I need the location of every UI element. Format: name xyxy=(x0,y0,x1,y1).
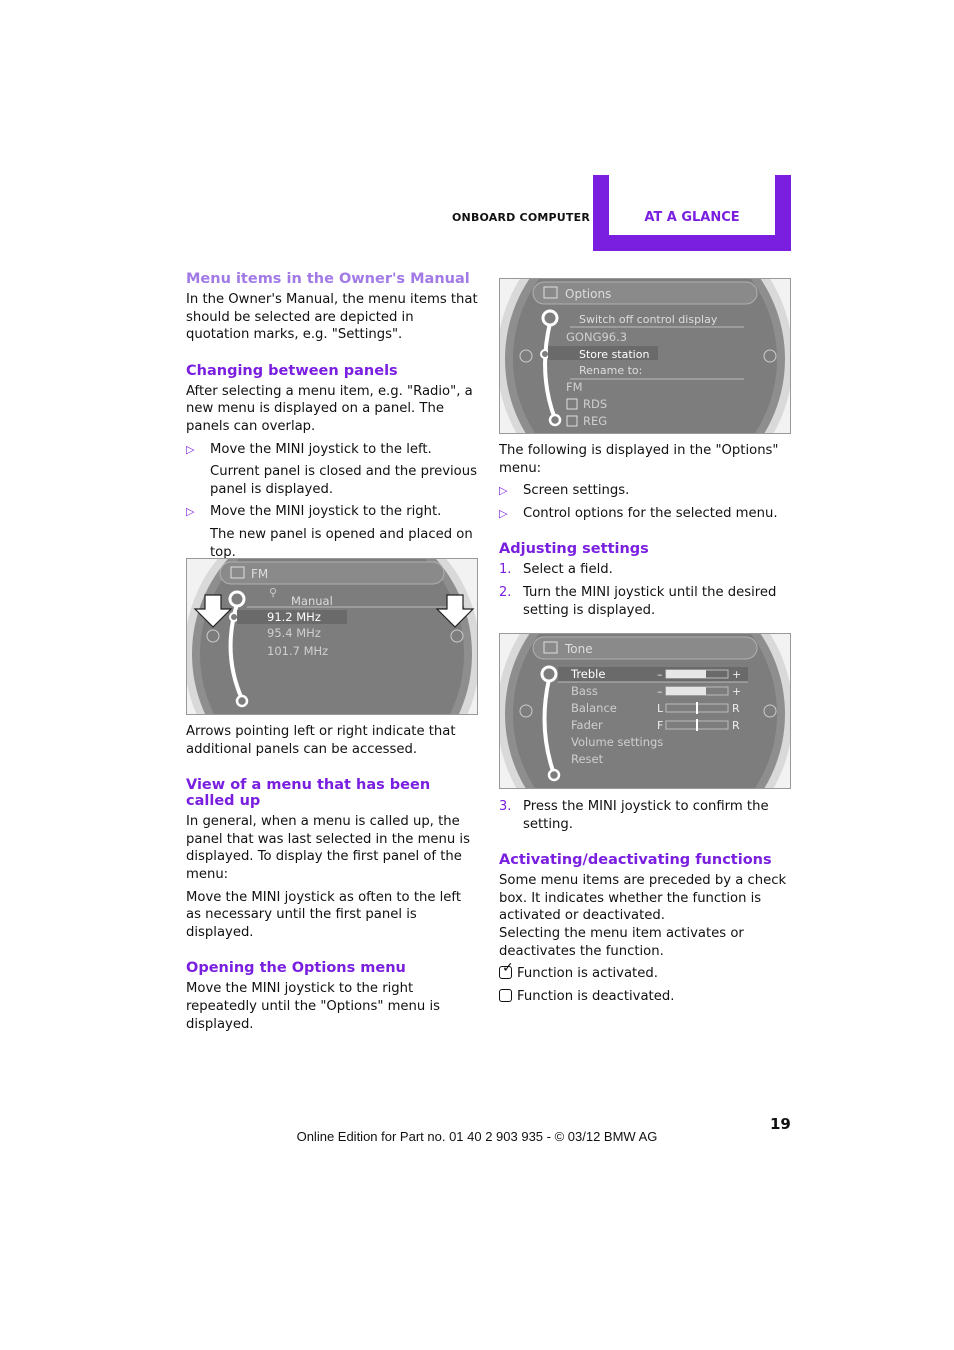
page-number: 19 xyxy=(770,1115,791,1133)
left-column-lower: Arrows pointing left or right indicate t… xyxy=(186,723,480,1033)
tone-max-mark: + xyxy=(732,668,741,681)
step-number: 1. xyxy=(499,562,512,578)
options-item: FM xyxy=(566,380,583,394)
tone-item: Volume settings xyxy=(571,735,663,749)
bullet-text: Move the MINI joystick to the left. xyxy=(210,441,432,457)
paragraph: Move the MINI joystick to the right repe… xyxy=(186,981,440,1032)
search-icon: ⚲ xyxy=(269,586,277,599)
fm-caption: Arrows pointing left or right indicate t… xyxy=(186,724,456,757)
triangle-bullet-icon: ▷ xyxy=(186,505,195,519)
bullet-text: Control options for the selected menu. xyxy=(523,505,778,521)
bullet-item: ▷ Move the MINI joystick to the right. xyxy=(186,503,480,521)
bullet-item: ▷ Screen settings. xyxy=(499,482,793,500)
checkbox-label: Function is deactivated. xyxy=(517,988,675,1004)
checkbox-activated-line: ✓Function is activated. xyxy=(499,960,793,983)
left-column: Menu items in the Owner's Manual In the … xyxy=(186,271,480,561)
chapter-tab-inner xyxy=(609,175,775,235)
chapter-tab-label: AT A GLANCE xyxy=(644,210,740,225)
paragraph: The following is displayed in the "Optio… xyxy=(499,443,779,476)
tone-screen-image: Tone Treble Bass Balance Fader Volume se… xyxy=(499,633,791,789)
bullet-text: Move the MINI joystick to the right. xyxy=(210,504,442,520)
heading-activating-functions: Activating/deactivating functions xyxy=(499,852,772,869)
checkbox-deactivated-line: Function is deactivated. xyxy=(499,988,793,1006)
options-item: RDS xyxy=(583,397,607,411)
bullet-subtext: Current panel is closed and the previous… xyxy=(210,464,477,497)
tone-item: Balance xyxy=(571,701,617,715)
heading-changing-panels: Changing between panels xyxy=(186,362,398,379)
tone-title: Tone xyxy=(564,642,593,656)
numbered-step: 3. Press the MINI joystick to confirm the… xyxy=(499,798,793,833)
bullet-text: Screen settings. xyxy=(523,483,630,499)
tone-item: Treble xyxy=(570,667,605,681)
right-column-lower: 3. Press the MINI joystick to confirm the… xyxy=(499,798,793,1005)
tone-min-mark: F xyxy=(657,719,663,732)
numbered-step: 1. Select a field. xyxy=(499,561,793,579)
step-text: Press the MINI joystick to confirm the s… xyxy=(523,799,769,832)
section-title: ONBOARD COMPUTER xyxy=(452,211,590,224)
paragraph: Selecting the menu item activates or dea… xyxy=(499,925,744,959)
heading-adjusting-settings: Adjusting settings xyxy=(499,541,649,558)
heading-menu-items: Menu items in the Owner's Manual xyxy=(186,271,470,287)
fm-item: Manual xyxy=(291,594,333,608)
triangle-bullet-icon: ▷ xyxy=(186,442,195,456)
tone-max-mark: R xyxy=(732,702,740,715)
paragraph: Move the MINI joystick as often to the l… xyxy=(186,889,462,940)
fm-item: 95.4 MHz xyxy=(267,626,321,640)
triangle-bullet-icon: ▷ xyxy=(499,506,508,520)
step-text: Turn the MINI joystick until the desired… xyxy=(523,584,777,618)
tone-min-mark: – xyxy=(657,685,663,698)
checkbox-label: Function is activated. xyxy=(517,966,658,982)
step-number: 3. xyxy=(499,799,512,814)
options-title: Options xyxy=(565,287,611,301)
checkbox-checked-icon xyxy=(566,415,578,427)
options-item: Store station xyxy=(579,348,649,361)
bullet-item: ▷ Control options for the selected menu. xyxy=(499,505,793,523)
tone-item: Reset xyxy=(571,752,604,766)
tone-item: Bass xyxy=(571,684,598,698)
options-item: REG xyxy=(583,414,607,428)
checkbox-checked-icon: ✓ xyxy=(499,960,514,980)
fm-item: 91.2 MHz xyxy=(267,610,321,624)
fm-item: 101.7 MHz xyxy=(267,644,328,658)
paragraph: In the Owner's Manual, the menu items th… xyxy=(186,292,478,343)
paragraph: After selecting a menu item, e.g. "Radio… xyxy=(186,383,473,434)
options-item: Switch off control display xyxy=(579,313,718,326)
arrow-down-left-icon xyxy=(193,594,233,628)
tone-max-mark: + xyxy=(732,685,741,698)
options-item: GONG96.3 xyxy=(566,330,627,344)
step-text: Select a field. xyxy=(523,562,613,578)
bullet-subtext: The new panel is opened and placed on to… xyxy=(210,526,473,560)
tone-item: Fader xyxy=(571,718,603,732)
triangle-bullet-icon: ▷ xyxy=(499,484,508,498)
paragraph: In general, when a menu is called up, th… xyxy=(186,814,470,882)
options-screen-image: Options Switch off control display GONG9… xyxy=(499,278,791,434)
paragraph: Some menu items are preceded by a check … xyxy=(499,873,787,924)
heading-options-menu: Opening the Options menu xyxy=(186,960,406,977)
arrow-down-right-icon xyxy=(435,594,475,628)
tone-min-mark: – xyxy=(657,668,663,681)
checkbox-checked-icon xyxy=(566,398,578,410)
tone-max-mark: R xyxy=(732,719,740,732)
checkbox-unchecked-icon xyxy=(499,988,512,1002)
bullet-item: ▷ Move the MINI joystick to the left. xyxy=(186,441,480,459)
options-item: Rename to: xyxy=(579,364,642,377)
right-column: The following is displayed in the "Optio… xyxy=(499,442,793,619)
step-number: 2. xyxy=(499,584,512,600)
tone-min-mark: L xyxy=(657,702,664,715)
fm-title: FM xyxy=(251,567,268,581)
heading-view-menu: View of a menu that has been called up xyxy=(186,777,431,810)
footer-text: Online Edition for Part no. 01 40 2 903 … xyxy=(296,1129,658,1144)
fm-screen-image: FM ⚲ Manual 91.2 MHz 95.4 MHz 101.7 MHz xyxy=(186,558,478,715)
numbered-step: 2. Turn the MINI joystick until the desir… xyxy=(499,584,793,619)
